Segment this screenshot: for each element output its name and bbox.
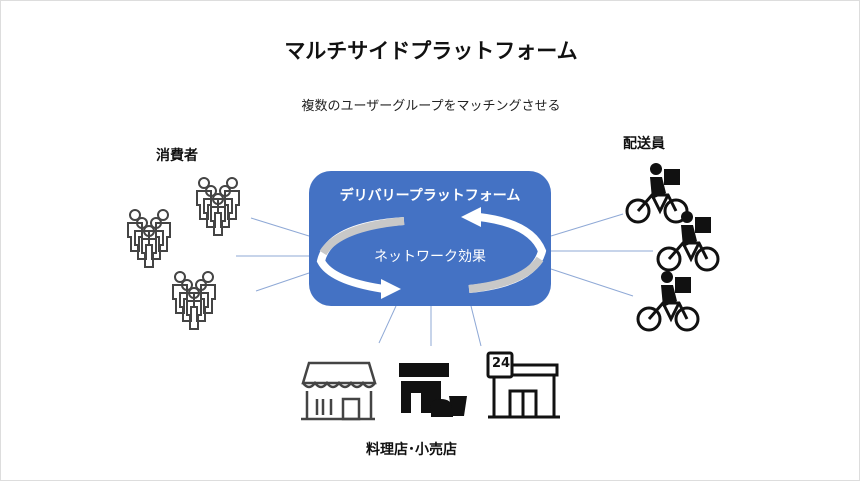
connector-line <box>378 305 397 344</box>
courier-bicycle-icon <box>636 269 700 332</box>
courier-bicycle-icon <box>625 161 689 224</box>
connector-line <box>250 217 310 237</box>
consumer-group-icon <box>197 178 239 235</box>
consumer-group-icon <box>128 210 170 267</box>
page-title: マルチサイドプラットフォーム <box>284 39 578 63</box>
connector-line <box>550 268 634 297</box>
connector-line <box>470 305 482 347</box>
network-effect-label: ネットワーク効果 <box>374 249 486 265</box>
subtitle: 複数のユーザーグループをマッチングさせる <box>301 99 561 114</box>
connector-line <box>550 213 624 237</box>
courier-bicycle-icon <box>656 209 720 272</box>
consumer-group-icon <box>173 272 215 329</box>
consumers-label: 消費者 <box>156 148 198 164</box>
delivery-platform-box: デリバリープラットフォーム ネットワーク効果 <box>309 171 551 306</box>
stores-label: 料理店･小売店 <box>366 442 457 458</box>
fastfood-store-icon <box>399 363 467 417</box>
couriers-label: 配送員 <box>623 136 665 152</box>
convenience-store-icon <box>486 351 560 419</box>
platform-title: デリバリープラットフォーム <box>339 188 521 204</box>
restaurant-store-icon <box>301 361 377 421</box>
connector-line <box>255 272 310 292</box>
cycle-arrows-icon <box>316 207 547 299</box>
store-24-badge: 24 <box>492 356 511 371</box>
